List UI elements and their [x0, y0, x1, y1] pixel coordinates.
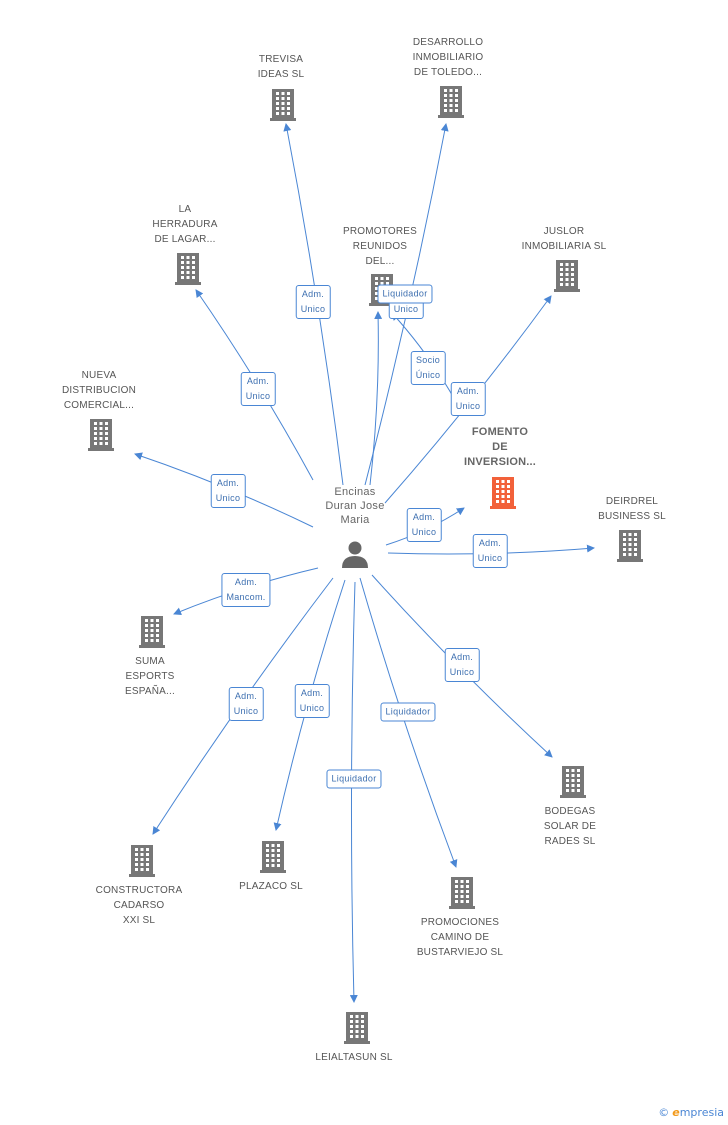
company-label-leialtasun[interactable]: LEIALTASUN SL [315, 1052, 393, 1063]
building-icon-plazaco[interactable] [260, 841, 286, 873]
relation-badge-bodegas[interactable]: Adm. Unico [444, 648, 480, 682]
relation-badge-promociones[interactable]: Liquidador [380, 702, 436, 722]
building-icon-promociones[interactable] [449, 877, 475, 909]
relation-badge-fomento[interactable]: Adm. Unico [406, 508, 442, 542]
building-icon-trevisa[interactable] [270, 89, 296, 121]
relation-edge-promociones [359, 577, 458, 868]
relation-badge-leialtasun[interactable]: Liquidador [326, 769, 382, 789]
company-label-juslor[interactable]: JUSLOR INMOBILIARIA SL [521, 226, 607, 252]
relation-badge-plazaco[interactable]: Adm. Unico [294, 684, 330, 718]
relation-badge-constructora[interactable]: Adm. Unico [228, 687, 264, 721]
relation-badge-promotores[interactable]: Socio Único [410, 351, 446, 385]
relation-badge-juslor[interactable]: Adm. Unico [450, 382, 486, 416]
copyright-icon: © [658, 1106, 670, 1119]
relation-badge-deirdrel[interactable]: Adm. Unico [472, 534, 508, 568]
relation-badge-trevisa[interactable]: Adm. Unico [295, 285, 331, 319]
relation-badge-suma[interactable]: Adm. Mancom. [221, 573, 271, 607]
company-label-promociones[interactable]: PROMOCIONES CAMINO DE BUSTARVIEJO SL [416, 917, 504, 958]
relation-badge-promotores[interactable]: Liquidador [377, 284, 433, 304]
center-person-name: Encinas Duran Jose Maria [325, 486, 385, 526]
company-label-suma[interactable]: SUMA ESPORTS ESPAÑA... [125, 656, 175, 697]
building-icon-constructora[interactable] [129, 845, 155, 877]
building-icon-fomento[interactable] [490, 477, 516, 509]
building-icon-deirdrel[interactable] [617, 530, 643, 562]
relation-edge-leialtasun [349, 581, 358, 1003]
company-label-deirdrel[interactable]: DEIRDREL BUSINESS SL [598, 496, 666, 522]
brand-name: mpresia [679, 1106, 724, 1119]
company-label-nueva[interactable]: NUEVA DISTRIBUCION COMERCIAL... [61, 370, 137, 411]
building-icon-herradura[interactable] [175, 253, 201, 285]
company-label-bodegas[interactable]: BODEGAS SOLAR DE RADES SL [543, 806, 597, 847]
relation-edge-promotores [369, 311, 383, 486]
building-icon-desarrollo[interactable] [438, 86, 464, 118]
building-icon-juslor[interactable] [554, 260, 580, 292]
building-icon-suma[interactable] [139, 616, 165, 648]
company-label-plazaco[interactable]: PLAZACO SL [239, 881, 303, 892]
building-icon-bodegas[interactable] [560, 766, 586, 798]
person-icon[interactable] [342, 541, 368, 569]
company-label-constructora[interactable]: CONSTRUCTORA CADARSO XXI SL [95, 885, 183, 926]
company-label-fomento[interactable]: FOMENTO DE INVERSION... [463, 426, 537, 468]
company-label-desarrollo[interactable]: DESARROLLO INMOBILIARIO DE TOLEDO... [412, 37, 484, 78]
company-label-herradura[interactable]: LA HERRADURA DE LAGAR... [152, 204, 218, 245]
building-icon-nueva[interactable] [88, 419, 114, 451]
brand-initial: e [672, 1106, 680, 1119]
building-icon-leialtasun[interactable] [344, 1012, 370, 1044]
relation-badge-herradura[interactable]: Adm. Unico [240, 372, 276, 406]
company-label-trevisa[interactable]: TREVISA IDEAS SL [257, 54, 305, 80]
company-label-promotores[interactable]: PROMOTORES REUNIDOS DEL... [342, 226, 418, 267]
relation-badge-nueva[interactable]: Adm. Unico [210, 474, 246, 508]
empresia-brand: ©empresia [658, 1106, 724, 1119]
